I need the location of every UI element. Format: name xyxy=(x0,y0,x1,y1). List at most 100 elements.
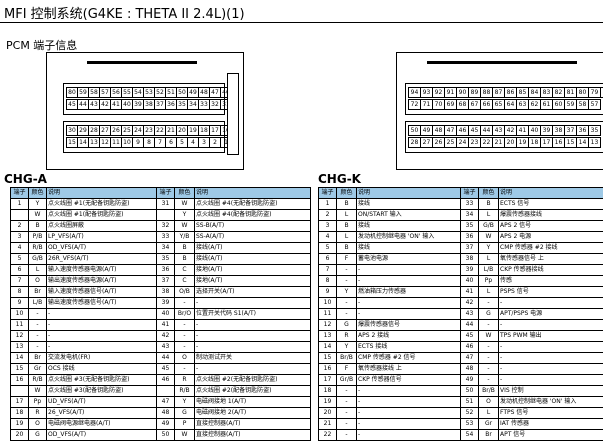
table-cell: - xyxy=(357,430,461,441)
table-cell: - xyxy=(337,408,357,419)
table-cell: O xyxy=(479,397,499,408)
table-cell: 氧传感器信号 上 xyxy=(499,254,603,265)
page-subtitle: PCM 端子信息 xyxy=(6,37,77,53)
table-cell: G/B xyxy=(479,221,499,232)
table-cell: 氧传感器接线 上 xyxy=(357,364,461,375)
table-cell: 接线 xyxy=(357,221,461,232)
table-cell: 接线(A/T) xyxy=(195,243,311,254)
table-cell: 13 xyxy=(11,342,29,353)
table-cell: 发动机控制继电器 'ON' 输入 xyxy=(357,232,461,243)
col-header: 颜色 xyxy=(337,188,357,199)
table-cell: 燃油箱压力传感器 xyxy=(357,287,461,298)
table-cell: Y xyxy=(337,342,357,353)
table-cell: Gr xyxy=(479,419,499,430)
table-cell: 45 xyxy=(157,364,175,375)
table-cell: - xyxy=(29,320,47,331)
table-cell: - xyxy=(195,342,311,353)
table-cell: 传感 xyxy=(499,276,603,287)
table-cell: 26R_VFS(A/T) xyxy=(47,254,157,265)
table-cell: 点火线圈 #4(配备钥匙防盗) xyxy=(195,210,311,221)
table-cell: G xyxy=(29,430,47,441)
table-cell: L xyxy=(479,254,499,265)
table-cell: L xyxy=(337,232,357,243)
table-cell: Br/B xyxy=(479,386,499,397)
table-cell: - xyxy=(175,342,195,353)
table-cell: 输出速度传感器信号(A/T) xyxy=(47,298,157,309)
table-cell: 34 xyxy=(461,210,479,221)
table-cell xyxy=(157,210,175,221)
page-title: MFI 控制系统(G4KE : THETA II 2.4L)(1) xyxy=(4,3,245,22)
table-cell: ECTS 信号 xyxy=(499,199,603,210)
table-cell: - xyxy=(29,309,47,320)
table-cell: L/B xyxy=(29,298,47,309)
col-header: 端子 xyxy=(461,188,479,199)
table-cell: - xyxy=(357,298,461,309)
table-cell: L xyxy=(479,408,499,419)
table-cell: 16 xyxy=(319,364,337,375)
table-cell: 48 xyxy=(157,408,175,419)
table-cell: 31 xyxy=(157,199,175,210)
table-cell: 直接控制器(A/T) xyxy=(195,419,311,430)
table-cell: L xyxy=(479,287,499,298)
table-cell: 点火线圈 #2(无配备钥匙防盗) xyxy=(195,375,311,386)
table-cell: Br xyxy=(29,353,47,364)
table-cell xyxy=(157,386,175,397)
table-cell: 12 xyxy=(11,331,29,342)
table-cell: 输入速度传感器信号(A/T) xyxy=(47,287,157,298)
table-cell: - xyxy=(479,320,499,331)
table-cell xyxy=(11,210,29,221)
table-cell: 点火线圈 #4(无配备钥匙防盗) xyxy=(195,199,311,210)
table-row: 10--42-- xyxy=(319,298,603,309)
table-cell: B xyxy=(337,199,357,210)
table-cell: FTPS 信号 xyxy=(499,408,603,419)
table-cell: CKP 传感器接线 xyxy=(499,265,603,276)
table-row: 13--43-- xyxy=(11,342,311,353)
table-row: 11--41-- xyxy=(11,320,311,331)
table-cell: L xyxy=(479,210,499,221)
table-cell: 38 xyxy=(157,287,175,298)
table-cell: - xyxy=(195,320,311,331)
table-cell: 发动机控制继电器 'ON' 输入 xyxy=(499,397,603,408)
table-cell: 50 xyxy=(157,430,175,441)
table-cell: 50 xyxy=(461,386,479,397)
table-cell: - xyxy=(357,397,461,408)
table-cell: 接线 xyxy=(357,199,461,210)
table-cell: SS-A(A/T) xyxy=(195,232,311,243)
table-cell: 15 xyxy=(319,353,337,364)
table-cell: 输入速度传感器电源(A/T) xyxy=(47,265,157,276)
table-cell: UD_VFS(A/T) xyxy=(47,397,157,408)
table-cell: G/B xyxy=(29,254,47,265)
table-cell: 2 xyxy=(11,221,29,232)
table-cell: B xyxy=(337,221,357,232)
table-cell: VIS 控制 xyxy=(499,386,603,397)
table-cell: 点火线圈 #1(无配备钥匙防盗) xyxy=(47,199,157,210)
table-cell: OCS 接线 xyxy=(47,364,157,375)
table-cell: - xyxy=(337,397,357,408)
table-cell: W xyxy=(175,430,195,441)
table-cell: 32 xyxy=(157,221,175,232)
table-cell: B xyxy=(479,199,499,210)
table-cell: PSPS 信号 xyxy=(499,287,603,298)
table-cell: Y xyxy=(175,397,195,408)
table-cell: B xyxy=(29,221,47,232)
table-cell: 53 xyxy=(461,419,479,430)
table-cell: - xyxy=(195,331,311,342)
table-cell: 电磁阀电源继电器(A/T) xyxy=(47,419,157,430)
table-cell: 7 xyxy=(11,276,29,287)
table-cell: C xyxy=(175,276,195,287)
table-cell: 5 xyxy=(319,243,337,254)
table-cell: Y xyxy=(175,210,195,221)
table-cell: - xyxy=(337,419,357,430)
